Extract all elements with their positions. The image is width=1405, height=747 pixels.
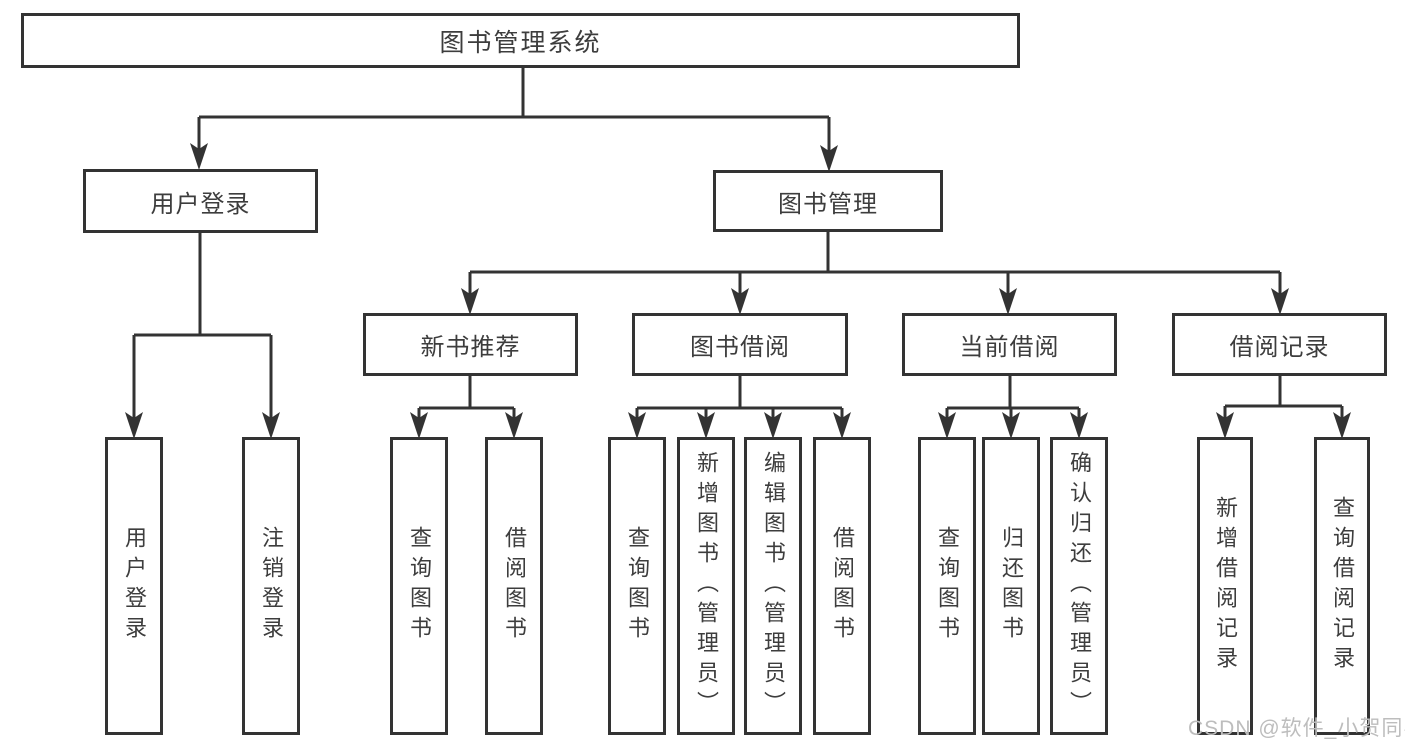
arrowhead xyxy=(190,143,208,170)
arrowhead xyxy=(731,288,749,315)
arrowhead xyxy=(1216,412,1234,439)
node-label: 新增借阅记录 xyxy=(1213,496,1238,676)
connector-root-to-level1 xyxy=(190,68,838,172)
leaf-logout: 注销登录 xyxy=(242,437,300,735)
arrowhead xyxy=(410,412,428,439)
connector-book-borrow-to-leaves xyxy=(628,376,851,439)
node-label: 新书推荐 xyxy=(420,334,521,361)
node-label: 用户登录 xyxy=(122,526,147,646)
leaf-add-book-admin: 新增图书（管理员） xyxy=(677,437,735,735)
arrowhead xyxy=(1271,288,1289,315)
node-label: 借阅图书 xyxy=(830,526,855,646)
node-label: 注销登录 xyxy=(259,526,284,646)
connector-current-borrow-to-leaves xyxy=(938,376,1088,439)
leaf-query-borrow-record: 查询借阅记录 xyxy=(1314,437,1370,735)
leaf-edit-book-admin: 编辑图书（管理员） xyxy=(744,437,802,735)
arrowhead xyxy=(125,412,143,439)
connector-new-book-rec-to-leaves xyxy=(410,376,523,439)
node-label: 借阅图书 xyxy=(502,526,527,646)
node-root-library-system: 图书管理系统 xyxy=(21,13,1020,68)
node-new-book-recommend: 新书推荐 xyxy=(363,313,578,376)
node-label: 查询图书 xyxy=(625,526,650,646)
arrowhead xyxy=(505,412,523,439)
node-label: 用户登录 xyxy=(150,190,251,218)
arrowhead xyxy=(461,288,479,315)
arrowhead xyxy=(938,412,956,439)
connector-user-login-to-leaves xyxy=(125,233,280,439)
node-label: 新增图书（管理员） xyxy=(694,451,719,721)
leaf-return-book: 归还图书 xyxy=(982,437,1040,735)
node-label: 归还图书 xyxy=(999,526,1024,646)
leaf-user-login: 用户登录 xyxy=(105,437,163,735)
arrowhead xyxy=(628,412,646,439)
arrowhead xyxy=(764,412,782,439)
node-label: 图书管理系统 xyxy=(439,28,602,57)
node-label: 查询借阅记录 xyxy=(1330,496,1355,676)
connector-borrow-records-to-leaves xyxy=(1216,376,1351,439)
connector-book-mgmt-to-level2 xyxy=(461,232,1289,315)
leaf-add-borrow-record: 新增借阅记录 xyxy=(1197,437,1253,735)
node-borrowing-records: 借阅记录 xyxy=(1172,313,1387,376)
leaf-confirm-return-admin: 确认归还（管理员） xyxy=(1050,437,1108,735)
node-label: 查询图书 xyxy=(407,526,432,646)
arrowhead xyxy=(262,412,280,439)
leaf-query-books-1: 查询图书 xyxy=(390,437,448,735)
node-label: 当前借阅 xyxy=(959,334,1060,361)
node-label: 图书管理 xyxy=(778,190,878,218)
arrowhead xyxy=(1070,412,1088,439)
arrowhead xyxy=(697,412,715,439)
node-label: 确认归还（管理员） xyxy=(1067,451,1092,721)
node-label: 借阅记录 xyxy=(1229,334,1330,361)
node-label: 编辑图书（管理员） xyxy=(761,451,786,721)
arrowhead xyxy=(1002,412,1020,439)
leaf-query-books-2: 查询图书 xyxy=(608,437,666,735)
node-book-management: 图书管理 xyxy=(713,170,943,232)
node-book-borrowing: 图书借阅 xyxy=(632,313,848,376)
leaf-borrow-books-2: 借阅图书 xyxy=(813,437,871,735)
arrowhead xyxy=(1333,412,1351,439)
csdn-watermark: CSDN @软件_小贺同学 xyxy=(1188,717,1405,740)
arrowhead xyxy=(833,412,851,439)
arrowhead xyxy=(820,145,838,172)
leaf-query-books-3: 查询图书 xyxy=(918,437,976,735)
node-current-borrowing: 当前借阅 xyxy=(902,313,1117,376)
node-user-login: 用户登录 xyxy=(83,169,318,233)
leaf-borrow-books-1: 借阅图书 xyxy=(485,437,543,735)
arrowhead xyxy=(999,288,1017,315)
node-label: 查询图书 xyxy=(935,526,960,646)
node-label: 图书借阅 xyxy=(690,334,790,361)
